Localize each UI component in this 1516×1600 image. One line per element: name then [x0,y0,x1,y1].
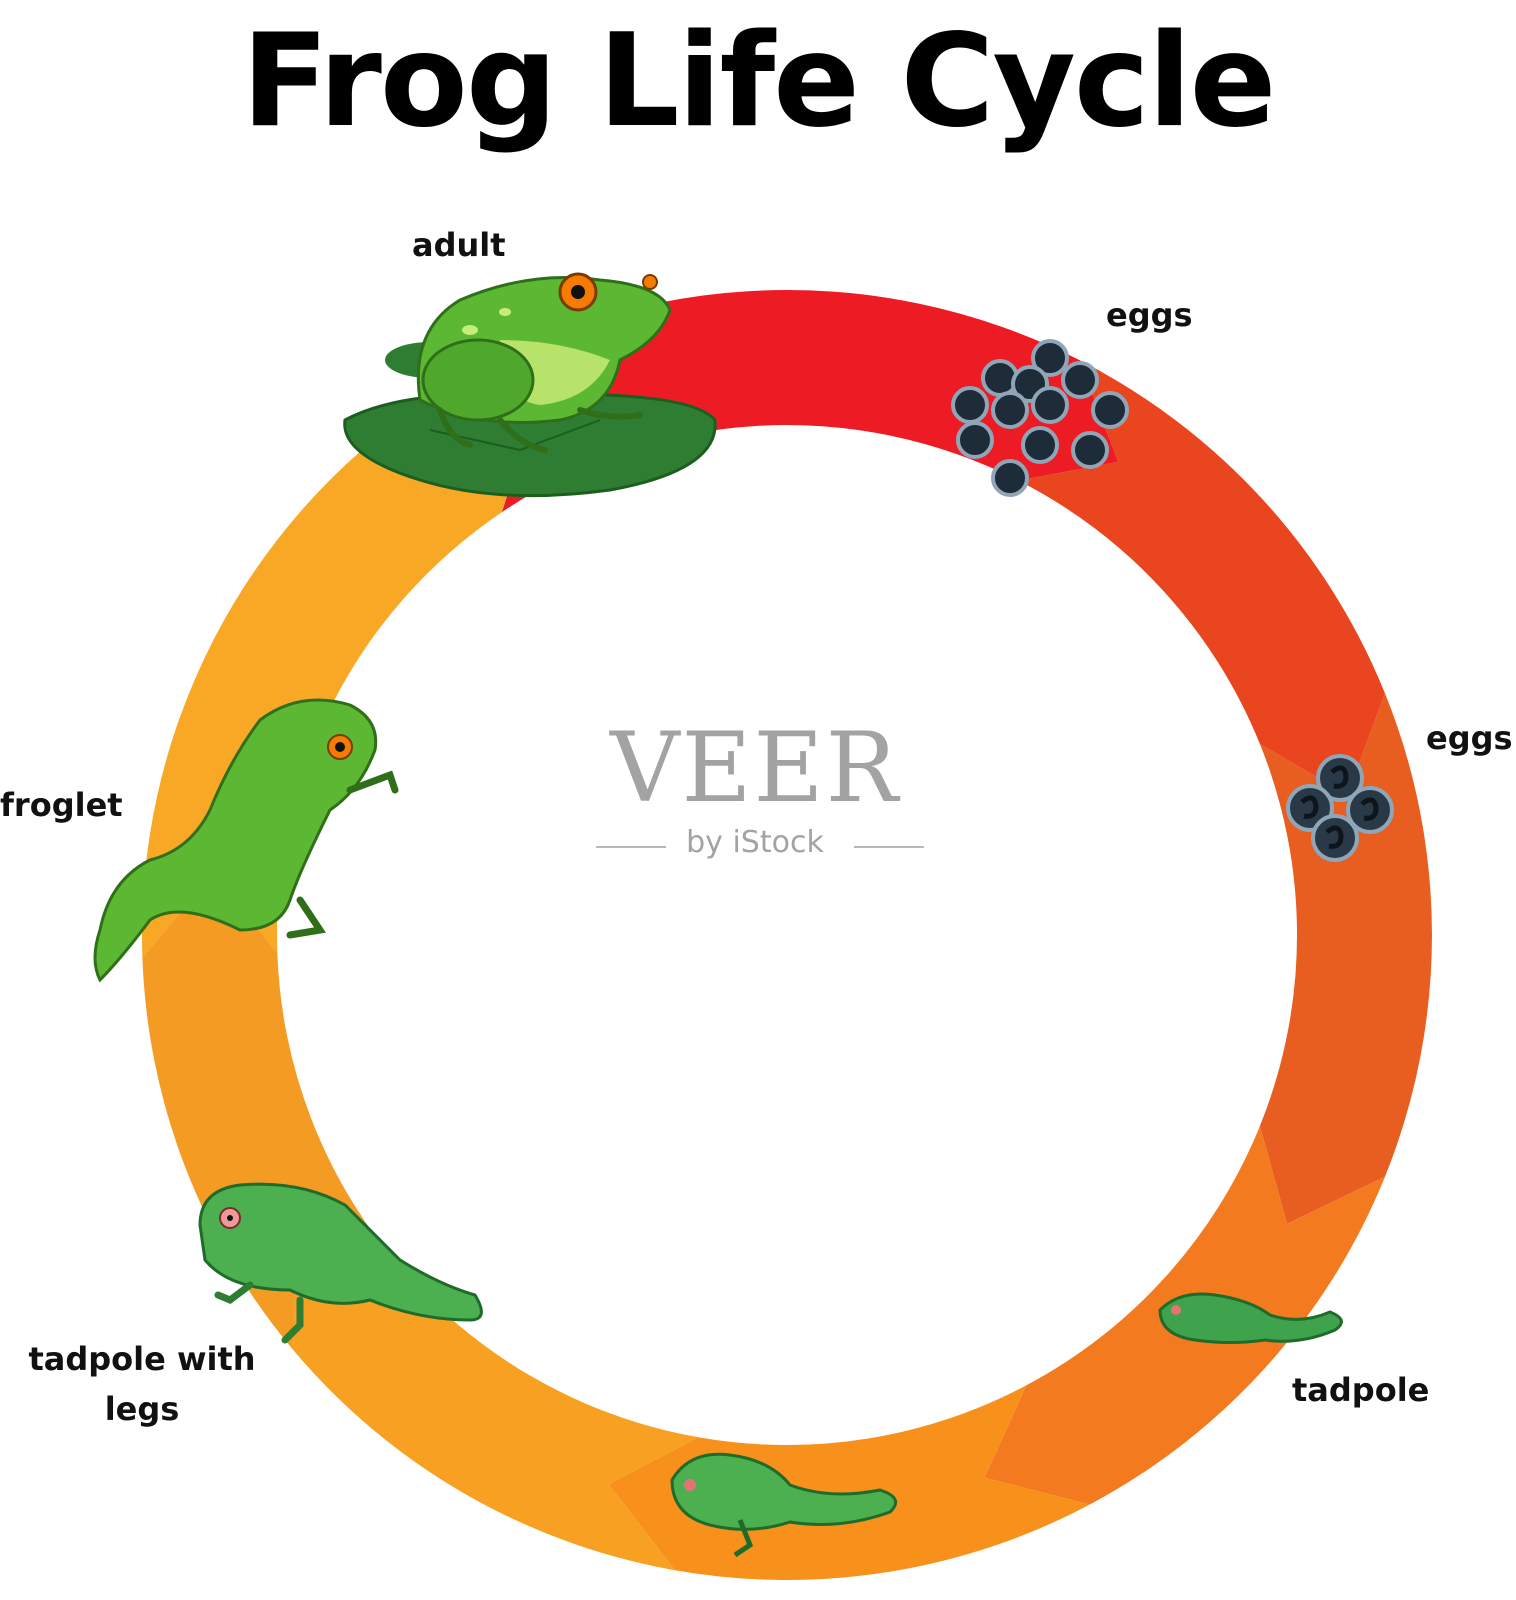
embryo-egg [1346,786,1394,834]
egg [956,421,994,459]
embryo [1300,795,1319,819]
embryo [1330,765,1349,789]
cycle-arrow-segment [292,1241,699,1571]
diagram-title: Frog Life Cycle [241,7,1277,156]
stage-label-eggs-top: eggs [1106,296,1193,334]
tadpole-with-legs-illustration [198,1182,483,1344]
egg [981,359,1019,397]
watermark-rule-right [854,846,924,848]
egg [1021,426,1059,464]
egg [1061,361,1099,399]
cycle-ring [142,290,1432,1580]
embryo-egg [1316,754,1364,802]
adult-frog-illustration [343,272,717,498]
stage-label-tadpole-with-legs: tadpole with legs [28,1340,256,1428]
embryo [1360,797,1379,821]
cycle-arrow-segment [608,1385,1090,1580]
egg [991,459,1029,497]
egg [1031,386,1069,424]
froglet-illustration [93,698,399,983]
embryo-egg [1311,814,1359,862]
egg-cluster-illustration [951,339,1129,497]
tadpole-illustration-right [1158,1292,1343,1344]
egg [991,391,1029,429]
egg [951,386,989,424]
egg [1031,339,1069,377]
watermark-rule-left [596,846,666,848]
stage-label-eggs-right: eggs [1426,719,1513,757]
stage-label-froglet: froglet [0,786,123,824]
tadpole-illustration-bottom [670,1452,898,1558]
egg [1071,431,1109,469]
stage-label-tadpole: tadpole [1292,1371,1430,1409]
hatching-eggs-illustration [1286,754,1394,862]
watermark-brand: VEER [610,712,900,824]
egg [1091,391,1129,429]
embryo [1325,825,1344,849]
cycle-arrow-segment [1018,360,1385,796]
stage-label-adult: adult [412,226,506,264]
watermark-subtitle: by iStock [686,825,824,860]
